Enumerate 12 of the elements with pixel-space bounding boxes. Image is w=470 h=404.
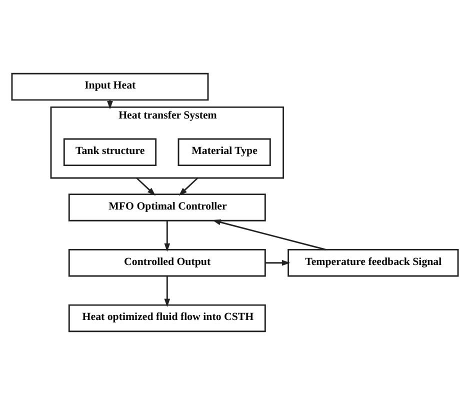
node-box: Heat optimized fluid flow into CSTH xyxy=(68,304,266,332)
node-box: Material Type xyxy=(178,138,271,166)
arrow xyxy=(136,176,156,196)
node-box: Tank structure xyxy=(63,138,157,166)
arrow xyxy=(212,218,326,250)
arrow xyxy=(164,220,170,252)
node-box: Temperature feedback Signal xyxy=(288,248,459,276)
arrow xyxy=(265,259,290,266)
node-box: MFO Optimal Controller xyxy=(68,193,266,221)
arrow xyxy=(178,176,198,196)
node-box: Controlled Output xyxy=(68,248,266,276)
arrow xyxy=(164,276,170,307)
